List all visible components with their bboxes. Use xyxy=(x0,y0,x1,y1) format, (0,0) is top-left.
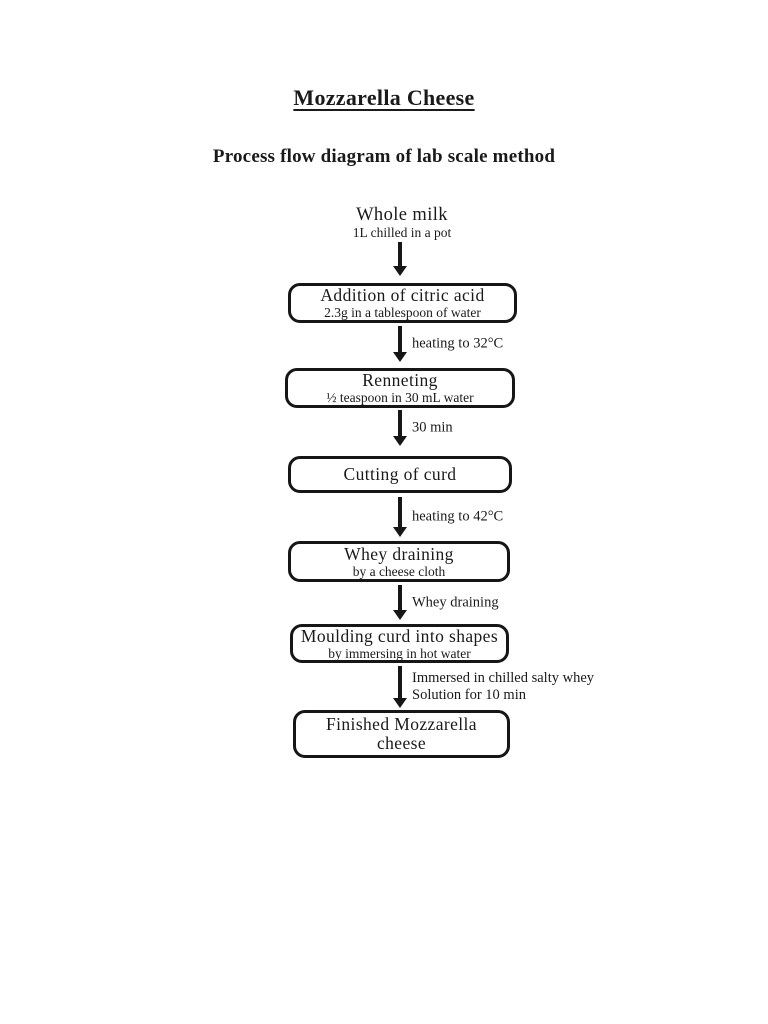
box-title: Whey draining xyxy=(344,543,454,564)
flow-box-renneting: Renneting ½ teaspoon in 30 mL water xyxy=(285,368,515,408)
start-node-title: Whole milk xyxy=(356,205,448,225)
arrow-stem xyxy=(398,326,402,354)
arrow-label-line1: Immersed in chilled salty whey xyxy=(412,670,595,686)
arrow-label: heating to 42°C xyxy=(412,508,504,525)
arrow-stem xyxy=(398,410,402,438)
arrow-label: Immersed in chilled salty whey Solution … xyxy=(412,670,594,704)
flow-box-cutting-of-curd: Cutting of curd xyxy=(288,456,512,493)
box-title-line1: Finished Mozzarella xyxy=(326,714,477,734)
box-subtitle: by a cheese cloth xyxy=(352,563,446,579)
flow-arrow-4: heating to 42°C xyxy=(391,497,503,537)
page-subtitle: Process flow diagram of lab scale method xyxy=(212,146,556,167)
box-title: Moulding curd into shapes xyxy=(300,625,499,646)
arrow-head-icon xyxy=(393,352,407,362)
box-subtitle: ½ teaspoon in 30 mL water xyxy=(326,390,474,405)
box-title-line2: cheese xyxy=(376,733,427,753)
arrow-label-line2: Solution for 10 min xyxy=(412,687,526,703)
box-title: Addition of citric acid xyxy=(320,285,485,305)
flow-box-finished-mozzarella: Finished Mozzarella cheese xyxy=(293,710,510,758)
start-node-subtitle: 1L chilled in a pot xyxy=(352,225,452,240)
arrow-label: Whey draining xyxy=(412,594,499,610)
box-title: Cutting of curd xyxy=(343,464,457,484)
page-title: Mozzarella Cheese xyxy=(293,85,475,110)
flow-arrow-3: 30 min xyxy=(391,410,453,446)
flow-arrow-2: heating to 32°C xyxy=(391,326,503,362)
arrow-head-icon xyxy=(393,266,407,276)
arrow-stem xyxy=(398,497,402,529)
arrow-head-icon xyxy=(393,698,407,708)
arrow-label: heating to 32°C xyxy=(412,335,504,352)
flow-start-node: Whole milk 1L chilled in a pot xyxy=(302,205,502,241)
box-title: Renneting xyxy=(362,370,438,390)
flow-box-citric-acid: Addition of citric acid 2.3g in a tables… xyxy=(288,283,517,323)
box-subtitle: by immersing in hot water xyxy=(328,645,471,661)
arrow-label: 30 min xyxy=(412,419,453,436)
arrow-head-icon xyxy=(393,610,407,620)
flow-arrow-5: Whey draining xyxy=(391,585,499,620)
arrow-head-icon xyxy=(393,527,407,537)
arrow-stem xyxy=(398,242,402,268)
arrow-stem xyxy=(398,666,402,700)
flow-box-whey-draining: Whey draining by a cheese cloth xyxy=(288,541,510,582)
flow-arrow-6: Immersed in chilled salty whey Solution … xyxy=(391,666,594,708)
arrow-stem xyxy=(398,585,402,612)
flow-box-moulding-curd: Moulding curd into shapes by immersing i… xyxy=(290,624,509,663)
box-subtitle: 2.3g in a tablespoon of water xyxy=(324,305,481,320)
flow-arrow-1 xyxy=(391,242,409,276)
arrow-head-icon xyxy=(393,436,407,446)
